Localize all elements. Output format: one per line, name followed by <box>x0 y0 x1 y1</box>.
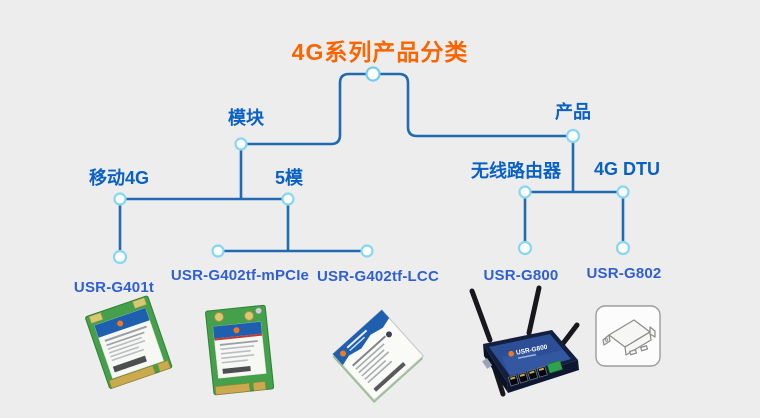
tree-node-module <box>234 137 248 151</box>
tree-node-4g-dtu <box>616 185 630 199</box>
product-label-usr-g402tf-lcc: USR-G402tf-LCC <box>317 268 439 285</box>
branch-label-module: 模块 <box>228 108 264 128</box>
tree-node-usr-g802 <box>615 240 631 256</box>
usr-g401t-module-photo <box>68 295 192 400</box>
product-label-usr-g800: USR-G800 <box>483 267 559 284</box>
usr-g402tf-lcc-module-photo <box>322 305 434 405</box>
category-label-5-mode: 5模 <box>274 168 303 188</box>
category-label-mobile-4g: 移动4G <box>88 168 149 188</box>
usr-g402tf-mpcie-module-photo <box>192 302 288 406</box>
connector-root-to-product <box>373 72 573 138</box>
tree-node-usr-g402tf-lcc <box>360 244 374 258</box>
tree-node-usr-g402tf-mpcie <box>211 244 225 258</box>
usr-g800-router-photo: USR-G800 <box>450 285 590 414</box>
diagram-title: 4G系列产品分类 <box>291 39 469 65</box>
tree-node-usr-g401t <box>112 249 128 265</box>
connector-root-to-module <box>241 72 373 146</box>
product-label-usr-g802: USR-G802 <box>586 265 662 282</box>
branch-label-product: 产品 <box>555 102 591 122</box>
product-label-usr-g401t: USR-G401t <box>73 279 155 296</box>
usr-g802-dtu-drawing <box>594 304 664 370</box>
category-label-wireless-router: 无线路由器 <box>471 161 561 181</box>
router-antenna-icon <box>526 285 542 336</box>
tree-node-mobile4g <box>113 192 127 206</box>
tree-node-root <box>365 66 381 82</box>
category-label-4g-dtu: 4G DTU <box>593 159 660 179</box>
router-antenna-icon <box>469 288 493 343</box>
product-label-usr-g402tf-mpcie: USR-G402tf-mPCIe <box>170 267 310 284</box>
tree-node-5mode <box>281 192 295 206</box>
tree-node-usr-g800 <box>517 240 533 256</box>
tree-node-product <box>565 128 581 144</box>
tree-node-wireless-router <box>518 185 532 199</box>
